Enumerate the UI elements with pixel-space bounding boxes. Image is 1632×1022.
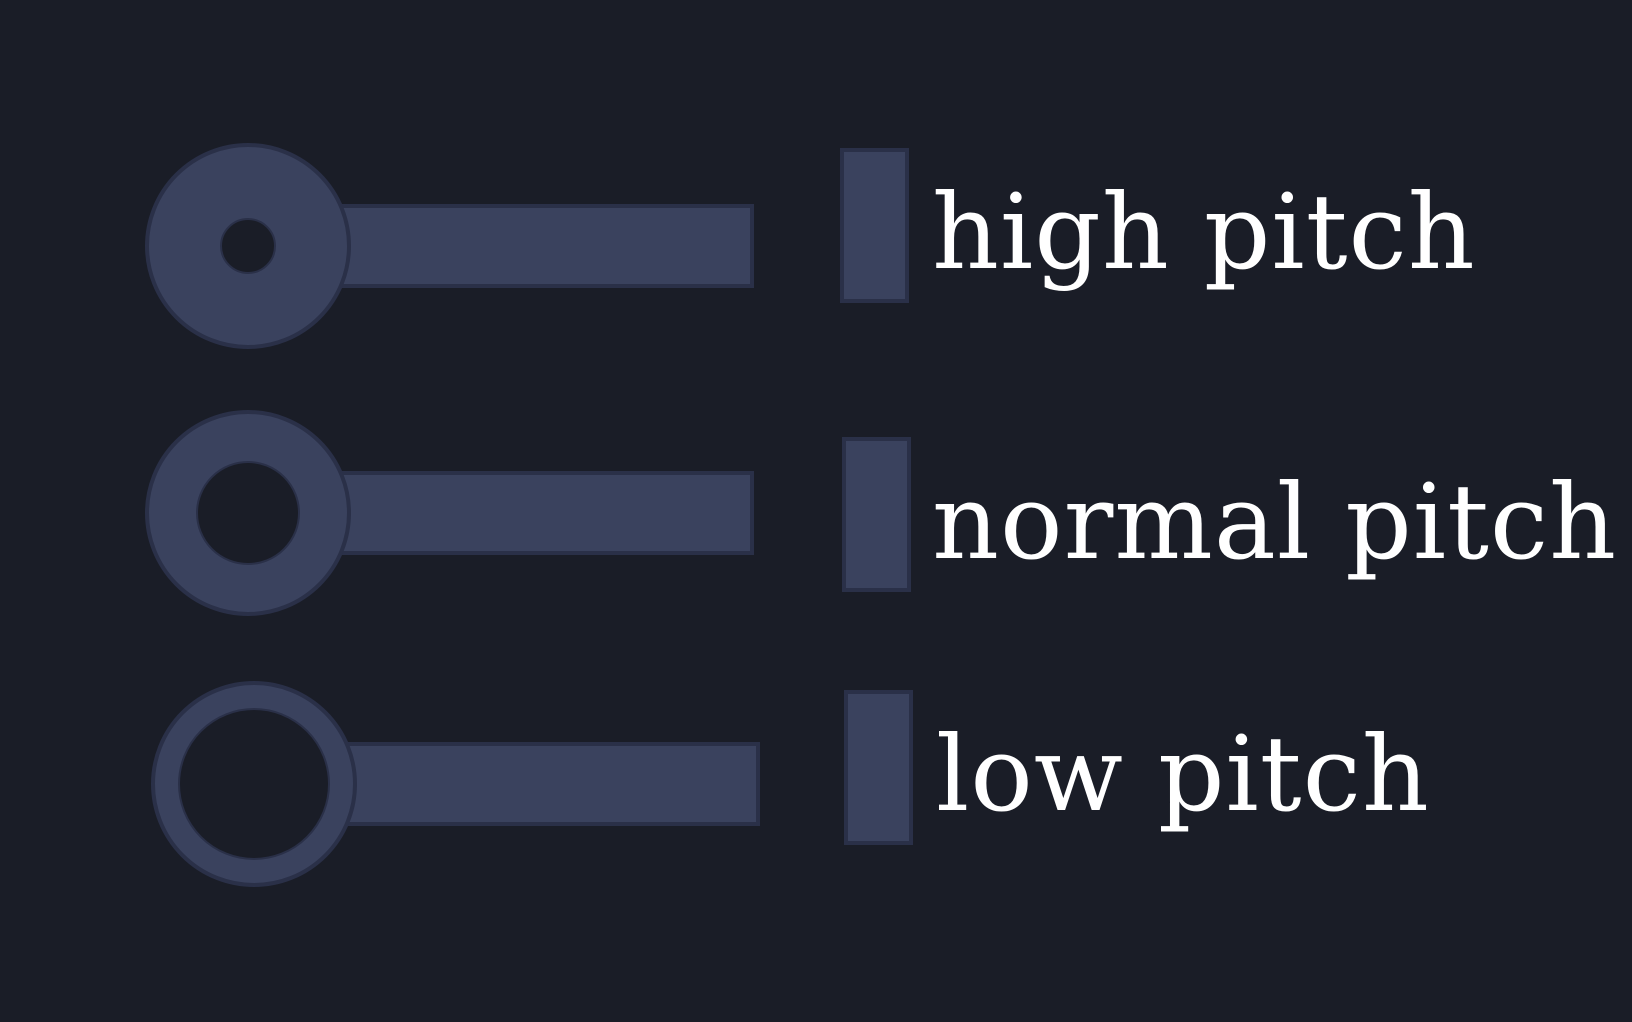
label-marker-high	[840, 148, 909, 303]
key-hole-high	[220, 218, 276, 274]
pitch-key-normal-icon	[145, 410, 754, 616]
pitch-label-low: low pitch	[936, 713, 1430, 835]
pitch-label-normal: normal pitch	[932, 461, 1617, 583]
key-shaft-normal	[328, 471, 754, 555]
key-hole-low	[178, 708, 330, 860]
key-hole-normal	[196, 461, 300, 565]
pitch-row-low: low pitch	[151, 681, 1430, 887]
label-marker-normal	[842, 437, 911, 592]
pitch-label-high: high pitch	[932, 171, 1476, 293]
pitch-key-low-icon	[151, 681, 760, 887]
pitch-row-normal: normal pitch	[145, 410, 1617, 616]
pitch-row-high: high pitch	[145, 143, 1476, 349]
label-marker-low	[844, 690, 913, 845]
key-shaft-low	[334, 742, 760, 826]
key-shaft-high	[328, 204, 754, 288]
pitch-key-high-icon	[145, 143, 754, 349]
